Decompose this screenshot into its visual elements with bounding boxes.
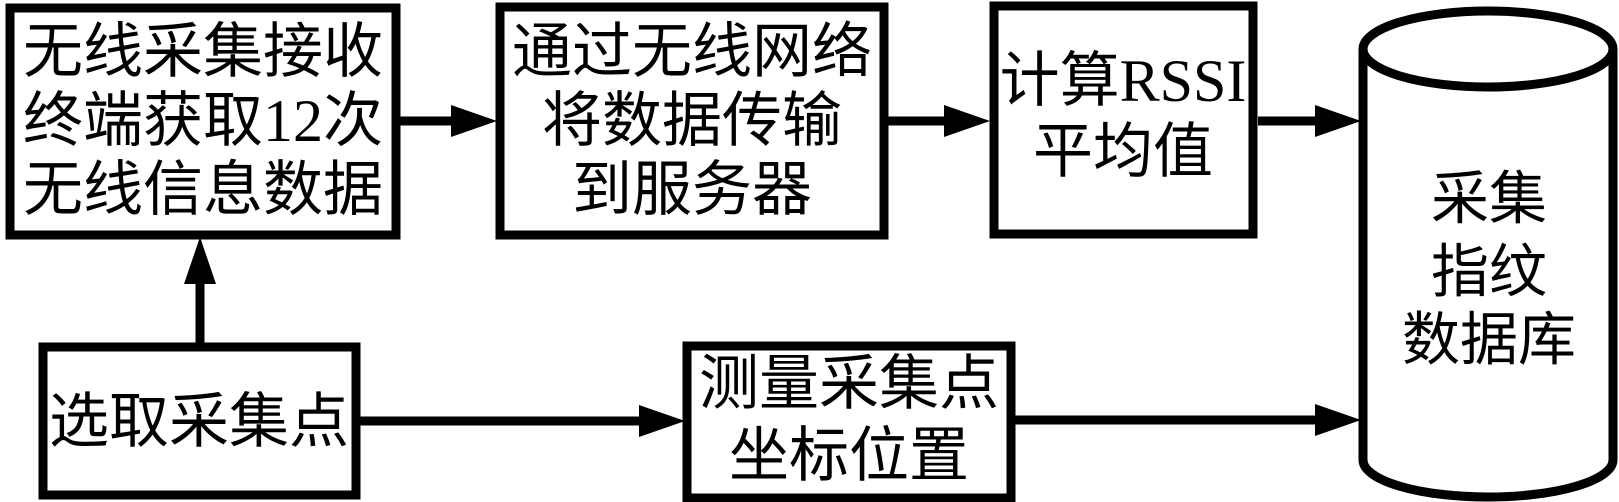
arrow-select-to-acquire xyxy=(184,237,216,347)
cylinder-body xyxy=(1358,49,1618,502)
database-label-line3: 数据库 xyxy=(1402,308,1576,373)
cylinder-top xyxy=(1358,6,1618,92)
acquire-data-label-line1: 无线采集接收 xyxy=(23,19,383,85)
transmit-data-label-line2: 将数据传输 xyxy=(542,88,842,154)
arrow-acquire-to-transmit xyxy=(399,105,497,137)
select-points-label: 选取采集点 xyxy=(49,389,349,455)
transmit-data-label-line1: 通过无线网络 xyxy=(512,19,872,85)
acquire-data-label-line2: 终端获取12次 xyxy=(23,88,383,154)
measure-coordinates-box: 测量采集点 坐标位置 xyxy=(682,341,1016,502)
measure-coordinates-label-line1: 测量采集点 xyxy=(699,351,999,417)
transmit-data-box: 通过无线网络 将数据传输 到服务器 xyxy=(495,2,889,240)
transmit-data-label-line3: 到服务器 xyxy=(572,157,812,223)
select-points-box: 选取采集点 xyxy=(38,342,361,500)
arrow-rssi-to-database xyxy=(1258,105,1361,137)
rssi-average-label-line1: 计算RSSI xyxy=(1000,48,1247,114)
arrow-transmit-to-rssi xyxy=(888,105,990,137)
arrow-select-to-measure xyxy=(358,405,685,437)
arrow-measure-to-database xyxy=(1013,404,1361,436)
rssi-average-box: 计算RSSI 平均值 xyxy=(989,1,1258,239)
acquire-data-label-line3: 无线信息数据 xyxy=(23,157,383,223)
rssi-average-label-line2: 平均值 xyxy=(1033,119,1213,185)
database-label-line2: 指纹 xyxy=(1431,240,1547,305)
acquire-data-box: 无线采集接收 终端获取12次 无线信息数据 xyxy=(5,3,401,240)
fingerprint-database-cylinder: 采集 指纹 数据库 xyxy=(1358,6,1618,502)
database-label-line1: 采集 xyxy=(1431,167,1547,232)
measure-coordinates-label-line2: 坐标位置 xyxy=(729,423,969,489)
